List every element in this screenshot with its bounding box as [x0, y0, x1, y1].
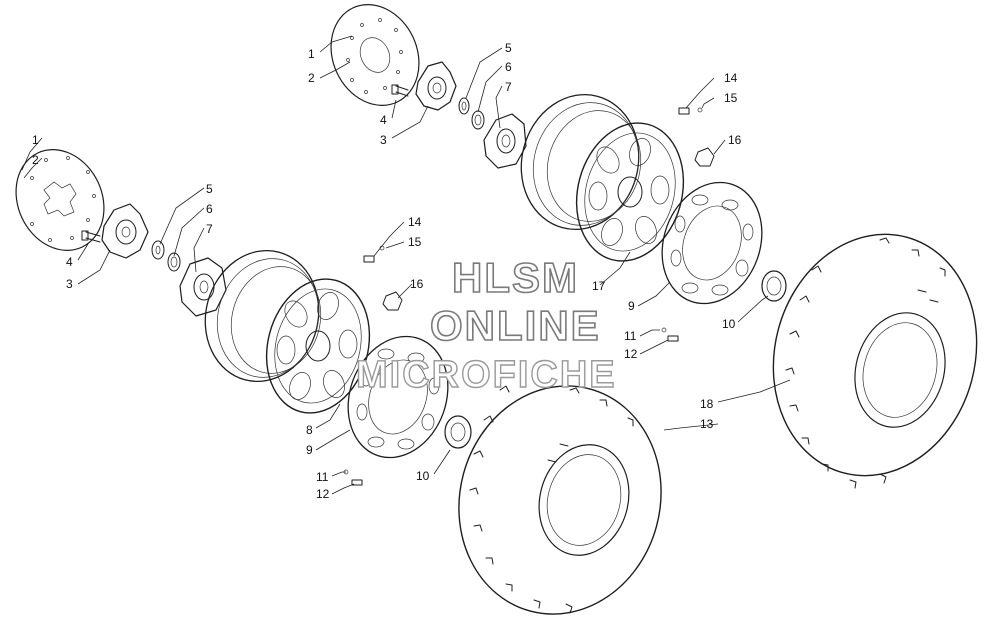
callout-4-lower: 4 [66, 255, 73, 269]
beadlock-ring-upper [661, 181, 763, 305]
tire-lower [458, 385, 662, 615]
callout-labels: 1 2 4 3 5 6 7 14 15 16 17 9 10 11 12 1 2… [32, 41, 742, 501]
bolt-upper [391, 84, 409, 97]
callout-2-lower: 2 [32, 153, 39, 167]
callout-6-upper: 6 [505, 60, 512, 74]
tire-upper [772, 233, 978, 489]
callout-7-upper: 7 [505, 80, 512, 94]
callout-1-lower: 1 [32, 133, 39, 147]
wheel-rim-lower [204, 249, 371, 414]
callout-7-lower: 7 [206, 222, 213, 236]
callout-6-lower: 6 [206, 202, 213, 216]
watermark-line-3: MICROFICHE [355, 353, 617, 396]
hub-adapter-lower [179, 257, 227, 317]
seal-lower [167, 252, 181, 272]
seal-upper [471, 110, 485, 130]
callout-16-upper: 16 [728, 133, 742, 147]
callout-17-upper: 17 [592, 279, 606, 293]
callout-5-lower: 5 [206, 182, 213, 196]
callout-15-upper: 15 [724, 91, 738, 105]
callout-9-upper: 9 [628, 299, 635, 313]
ring-bolt-lower [343, 469, 363, 486]
brake-disc-lower [15, 149, 105, 251]
callout-14-upper: 14 [724, 71, 738, 85]
callout-3-lower: 3 [66, 277, 73, 291]
callout-2-upper: 2 [308, 71, 315, 85]
center-cap-lower [444, 415, 472, 449]
bearing-upper [458, 97, 470, 115]
center-cap-upper [761, 270, 787, 302]
callout-9-lower: 9 [306, 443, 313, 457]
callout-10-upper: 10 [722, 317, 736, 331]
callout-11-upper: 11 [624, 329, 637, 343]
bolt-lower [81, 230, 101, 243]
callout-12-upper: 12 [624, 347, 638, 361]
wheel-rim-upper [520, 93, 685, 262]
callout-3-upper: 3 [380, 133, 387, 147]
watermark-line-1: HLSM [451, 253, 579, 302]
callout-15-lower: 15 [408, 235, 422, 249]
leader-lines [21, 35, 791, 495]
valve-stem-upper [678, 107, 703, 115]
callout-13: 13 [700, 417, 714, 431]
wheel-hub-lower [101, 203, 149, 259]
hub-adapter-upper [483, 113, 527, 169]
wheel-hub-upper [415, 61, 457, 111]
bearing-lower [151, 240, 165, 260]
beadlock-ring-lower [347, 335, 449, 459]
lug-nut-upper [694, 147, 715, 167]
callout-1-upper: 1 [308, 47, 315, 61]
callout-4-upper: 4 [380, 113, 387, 127]
callout-14-lower: 14 [408, 215, 422, 229]
callout-5-upper: 5 [505, 41, 512, 55]
callout-11-lower: 11 [316, 470, 329, 484]
callout-18: 18 [700, 397, 714, 411]
watermark-line-2: ONLINE [429, 301, 601, 350]
callout-10-lower: 10 [416, 469, 430, 483]
lug-nut-lower [382, 291, 403, 311]
valve-stem-lower [363, 245, 385, 263]
callout-16-lower: 16 [410, 277, 424, 291]
brake-disc-upper [330, 4, 420, 106]
callout-8-lower: 8 [306, 423, 313, 437]
ring-bolt-upper [661, 327, 679, 342]
callout-12-lower: 12 [316, 487, 330, 501]
